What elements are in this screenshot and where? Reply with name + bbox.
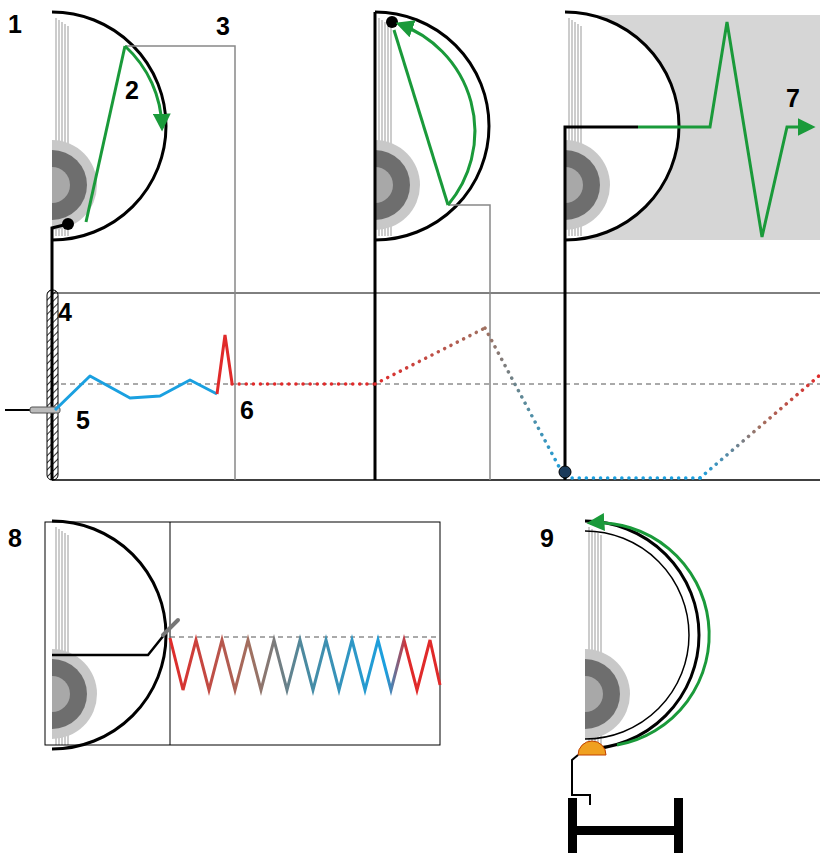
callout-number: 2 [125,78,139,103]
callout-number: 7 [786,86,800,111]
callout-number: 6 [240,398,254,423]
callout-number: 9 [540,526,554,551]
callout-number: 5 [76,408,90,433]
disc [52,521,166,749]
callout-number: 8 [8,526,22,551]
callout-number: 4 [58,300,72,325]
disc [375,12,489,240]
callout-number: 3 [216,14,230,39]
callout-number: 1 [8,12,22,37]
disc [585,521,699,749]
